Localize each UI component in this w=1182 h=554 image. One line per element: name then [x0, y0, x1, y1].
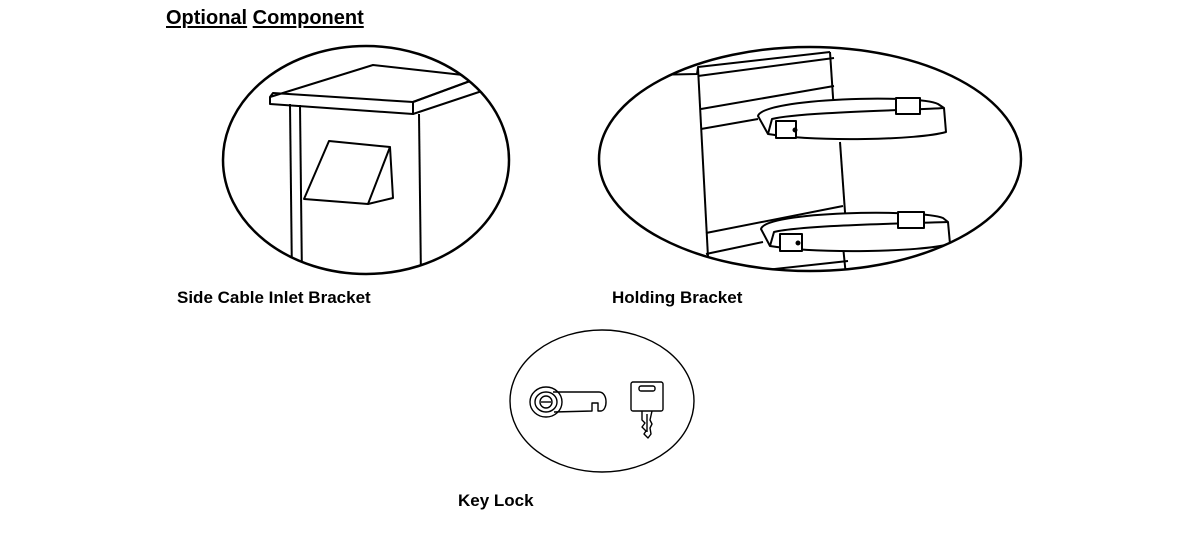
roof-edge-side	[413, 89, 488, 114]
cam-lock-icon	[530, 387, 606, 417]
side-cable-inlet-bracket-illustration	[218, 44, 514, 280]
enclosure-corner	[419, 114, 421, 280]
upper-clamp	[758, 98, 946, 139]
heading-word-component: Component	[252, 7, 364, 29]
detail-circle	[510, 330, 694, 472]
heading-word-optional: Optional	[166, 7, 248, 29]
detail-circle	[223, 46, 509, 274]
key-lock-illustration	[508, 328, 696, 474]
caption-holding-bracket: Holding Bracket	[612, 288, 743, 307]
post-left-outer	[290, 104, 292, 280]
lower-clamp	[761, 212, 950, 251]
caption-key-lock: Key Lock	[458, 491, 534, 510]
post-left-inner	[300, 105, 302, 280]
cable-inlet-hood	[304, 141, 390, 204]
roof-edge-front	[270, 97, 413, 114]
holding-bracket-illustration	[598, 46, 1024, 276]
detail-circle	[599, 47, 1021, 271]
caption-side-cable-inlet-bracket: Side Cable Inlet Bracket	[177, 288, 371, 307]
key-icon	[631, 382, 663, 438]
enclosure-roof	[270, 65, 481, 102]
page-heading: Optional Component	[166, 7, 364, 30]
